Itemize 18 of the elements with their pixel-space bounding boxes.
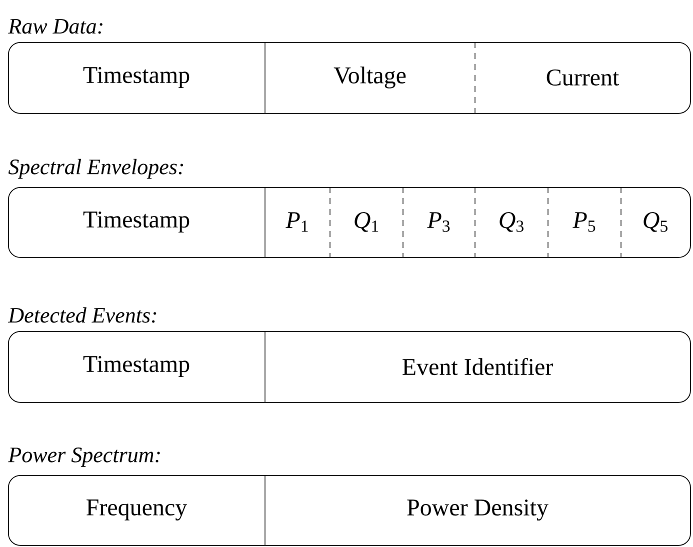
field-label: Timestamp xyxy=(83,212,190,232)
node-label: Spectral Envelopes: xyxy=(8,158,184,179)
field-label: P$_{5}$ xyxy=(572,212,596,232)
field-label: Voltage xyxy=(334,66,406,88)
node-label: Raw Data: xyxy=(8,19,102,34)
field-label: Q$_{3}$ xyxy=(500,212,524,232)
field-label: Timestamp xyxy=(83,356,190,377)
field-label: Q$_{1}$ xyxy=(354,212,378,232)
field-label: P$_{1}$ xyxy=(286,212,308,232)
field-label: Timestamp xyxy=(83,67,190,88)
field-label: Frequency xyxy=(86,500,188,520)
node-label: Power Spectrum: xyxy=(8,448,160,467)
node-label: Detected Events: xyxy=(8,307,156,323)
field-label: P$_{3}$ xyxy=(427,212,450,232)
field-label: Current xyxy=(546,69,620,86)
field-label: Power Density xyxy=(407,499,548,521)
field-label: Q$_{5}$ xyxy=(644,212,668,232)
field-label: Event Identifier xyxy=(402,358,553,376)
